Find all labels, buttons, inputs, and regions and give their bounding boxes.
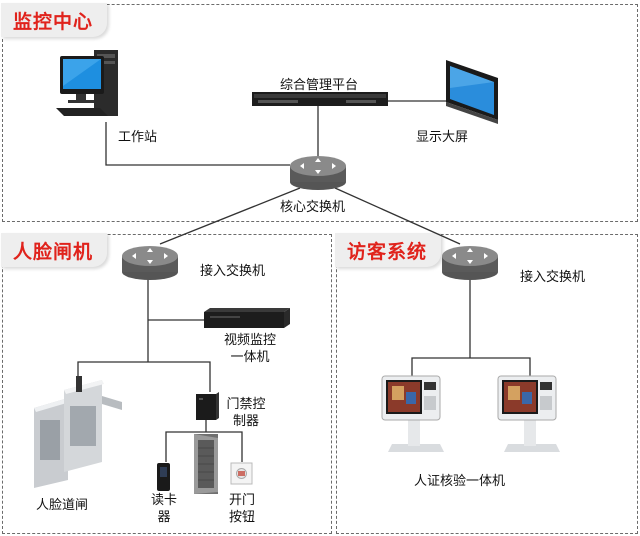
line-to-reader-button (165, 431, 243, 462)
id-kiosk-right-icon (497, 375, 560, 452)
visitor-zone: 访客系统 (335, 233, 638, 534)
kiosk-label: 人证核验一体机 (414, 474, 506, 489)
visitor-title: 访客系统 (347, 240, 428, 263)
monitor-center-title: 监控中心 (13, 10, 94, 33)
platform-label: 综合管理平台 (280, 78, 359, 93)
line-core-access-left (159, 187, 301, 245)
monitor-center-zone: 监控中心 (1, 3, 638, 222)
controller-label-line1: 门禁控 (226, 397, 266, 412)
exit-button-icon (230, 462, 253, 485)
id-kiosk-left-icon (381, 375, 444, 452)
workstation-label: 工作站 (118, 130, 158, 145)
access-switch-right-icon (442, 246, 498, 280)
line-to-turnstile-controller (77, 361, 211, 392)
turnstile-label: 人脸道闸 (36, 498, 89, 513)
card-reader-label-line2: 器 (157, 510, 171, 525)
access-switch-left-label: 接入交换机 (200, 264, 266, 279)
nvr-icon (204, 308, 290, 328)
turnstile-icon (34, 376, 122, 488)
access-controller-icon (196, 392, 219, 420)
face-gate-zone: 人脸闸机 (1, 233, 332, 534)
controller-label: 门禁控 制器 (222, 396, 270, 430)
line-core-access-right (334, 187, 461, 245)
face-gate-tab: 人脸闸机 (1, 233, 108, 267)
nvr-label: 视频监控 一体机 (218, 332, 282, 366)
card-reader-label: 读卡 器 (150, 492, 178, 526)
nvr-label-line1: 视频监控 (223, 333, 276, 348)
line-workstation-core (105, 122, 290, 166)
access-switch-left-icon (122, 246, 178, 280)
card-reader-icon (157, 463, 170, 491)
workstation-icon (56, 50, 118, 116)
core-switch-icon (290, 156, 346, 190)
core-switch-label: 核心交换机 (280, 200, 346, 215)
door-icon (194, 434, 218, 494)
card-reader-label-line1: 读卡 (150, 493, 177, 508)
line-to-kiosks (411, 357, 531, 378)
display-screen-icon (446, 60, 498, 124)
exit-button-label-line1: 开门 (228, 493, 255, 508)
exit-button-label: 开门 按钮 (226, 492, 258, 526)
monitor-center-tab: 监控中心 (1, 3, 108, 37)
display-label: 显示大屏 (416, 130, 469, 145)
controller-label-line2: 制器 (232, 414, 259, 429)
exit-button-label-line2: 按钮 (228, 510, 255, 525)
visitor-tab: 访客系统 (335, 233, 442, 267)
face-gate-title: 人脸闸机 (13, 240, 94, 263)
nvr-label-line2: 一体机 (230, 350, 270, 365)
access-switch-right-label: 接入交换机 (520, 270, 586, 285)
server-icon (252, 92, 388, 106)
